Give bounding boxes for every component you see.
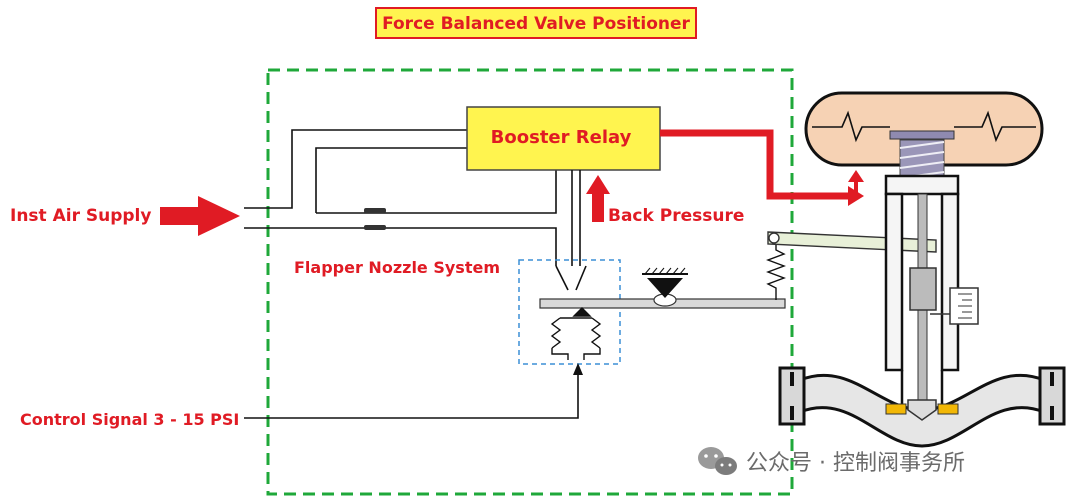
- input-bellows: [550, 307, 602, 360]
- travel-indicator: [930, 287, 979, 325]
- watermark-text: 公众号 · 控制阀事务所: [746, 451, 965, 476]
- actuator-yoke: [884, 174, 960, 372]
- control-signal-line: [244, 363, 583, 419]
- output-air-line: [660, 129, 850, 200]
- control-signal-label: Control Signal 3 - 15 PSI: [20, 410, 239, 429]
- watermark: 公众号 · 控制阀事务所: [698, 447, 965, 476]
- booster-relay: Booster Relay: [466, 106, 661, 171]
- positioner-boundary: [266, 68, 794, 496]
- wechat-icon: [698, 447, 737, 475]
- valve-plug: [885, 399, 959, 421]
- booster-relay-label: Booster Relay: [491, 127, 632, 148]
- restriction-orifice: [364, 208, 386, 230]
- back-pressure-arrow: [586, 175, 610, 222]
- back-pressure-label: Back Pressure: [608, 206, 744, 226]
- flapper-nozzle-label: Flapper Nozzle System: [294, 258, 500, 277]
- title-box: Force Balanced Valve Positioner: [375, 7, 697, 39]
- diagram-title: Force Balanced Valve Positioner: [382, 14, 690, 34]
- feedback-spring: [766, 240, 786, 300]
- stem-connector: [909, 267, 937, 311]
- flapper-nozzle-box: [518, 259, 621, 365]
- flapper-beam: [539, 293, 786, 309]
- air-supply-arrow: [160, 196, 240, 236]
- pivot-fulcrum: [642, 267, 688, 298]
- inst-air-supply-label: Inst Air Supply: [10, 206, 151, 226]
- air-supply-piping: [244, 129, 557, 266]
- nozzle-tube: [555, 170, 587, 291]
